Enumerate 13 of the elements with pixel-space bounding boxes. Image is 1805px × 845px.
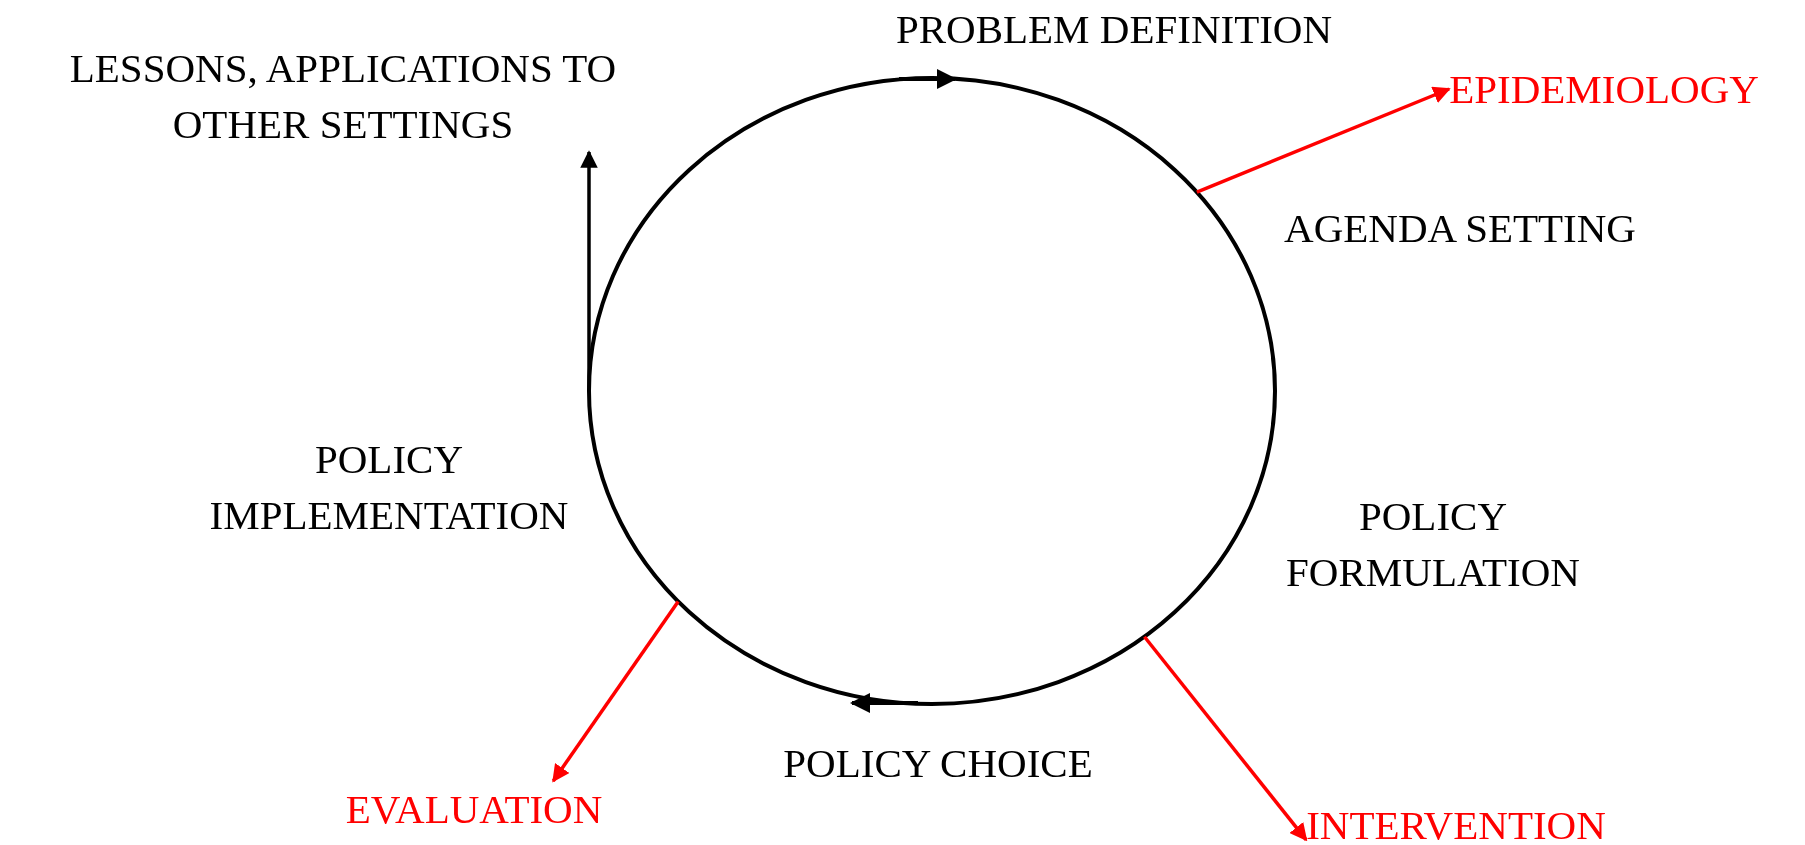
stage-outcome-label: INTERVENTION: [1306, 797, 1606, 845]
stage-outcome-label: EVALUATION: [345, 781, 603, 837]
stage-label: POLICY FORMULATION: [1285, 492, 1581, 597]
stage-label: PROBLEM DEFINITION: [895, 5, 1333, 54]
stage-label: AGENDA SETTING: [1284, 204, 1636, 253]
arrow: [1196, 86, 1451, 194]
arrow: [1143, 635, 1308, 842]
stage-label: POLICY IMPLEMENTATION: [208, 435, 570, 540]
arrow: [580, 150, 598, 391]
stage-outcome-label: EPIDEMIOLOGY: [1449, 61, 1759, 117]
arrow: [551, 600, 680, 783]
stage-label: POLICY CHOICE: [783, 739, 1093, 788]
stage-outcome-label: LESSONS, APPLICATIONS TO OTHER SETTINGS: [33, 40, 653, 152]
